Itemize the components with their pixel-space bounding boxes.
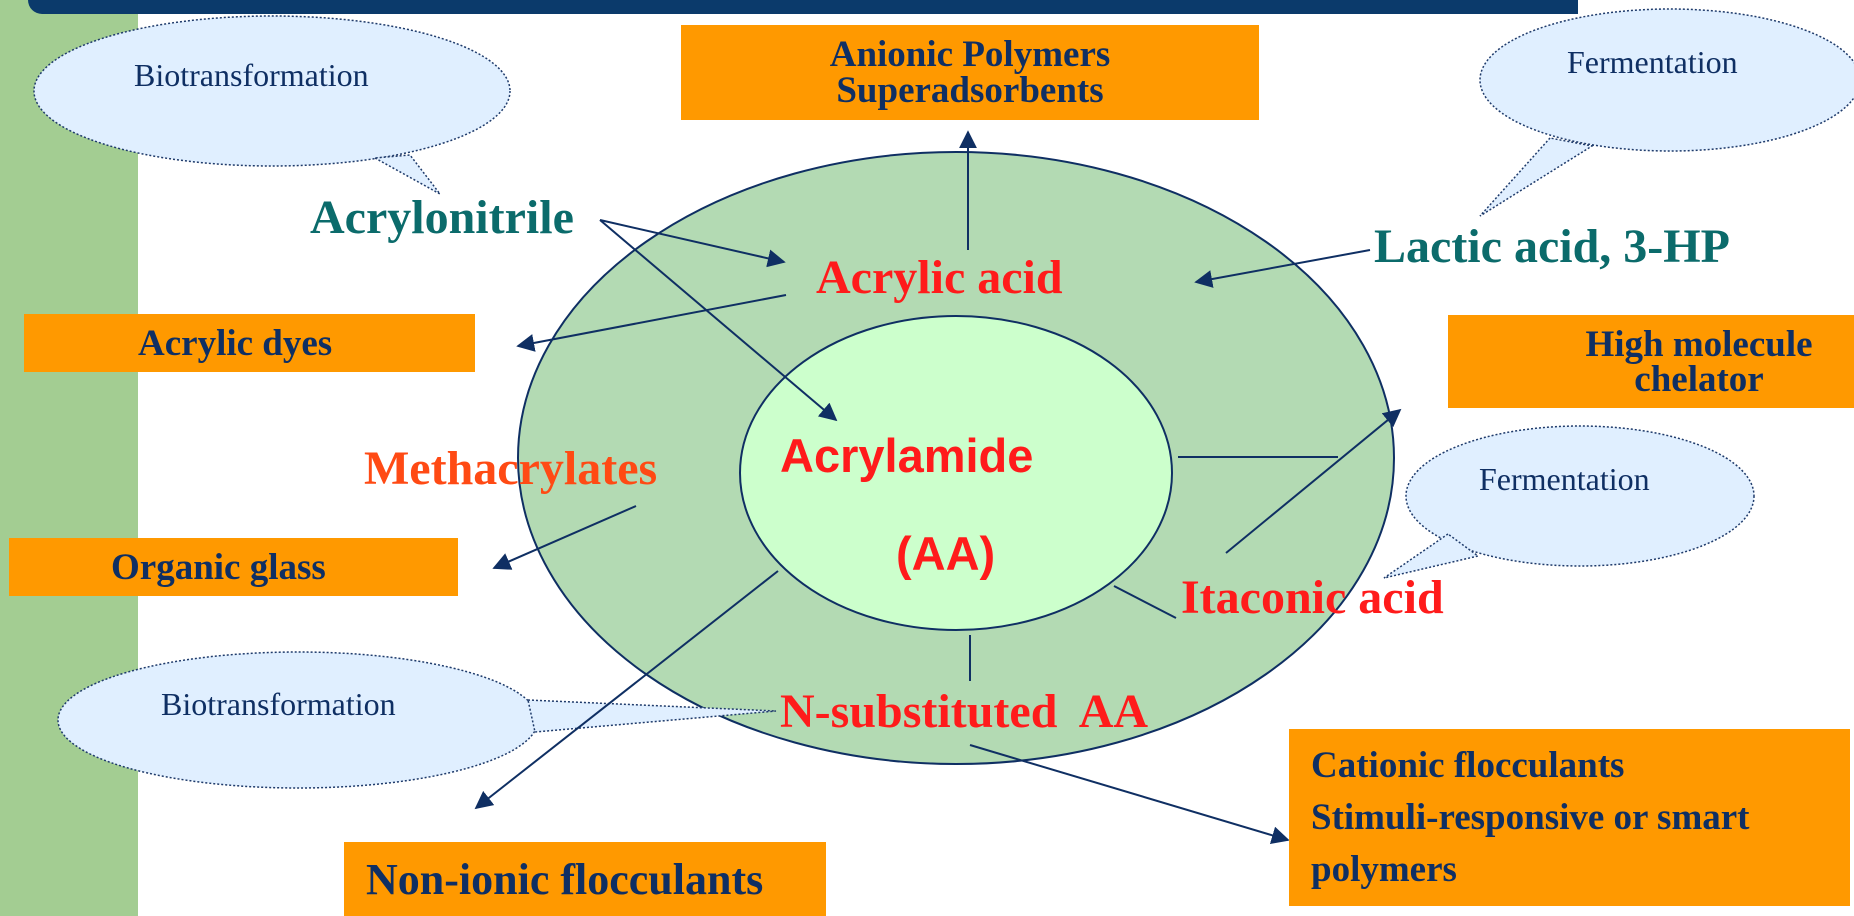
box-acrylic-dyes-text: Acrylic dyes (138, 322, 333, 364)
label-acrylic-acid: Acrylic acid (816, 251, 1063, 304)
bubble-text-fermentation-middle: Fermentation (1479, 461, 1650, 497)
box-non-ionic-flocculants: Non-ionic flocculants (344, 842, 826, 916)
box-organic-glass: Organic glass (9, 538, 458, 596)
bubble-text-fermentation-top: Fermentation (1567, 44, 1738, 80)
arrow-methacrylates-glass (492, 505, 637, 570)
box-high-molecule-line1: High molecule (1585, 323, 1813, 365)
label-methacrylates: Methacrylates (364, 442, 658, 495)
bubble-text-biotransformation-top: Biotransformation (134, 57, 369, 93)
box-cationic-flocculants: Cationic flocculants Stimuli-responsive … (1289, 729, 1850, 906)
box-cationic-line2: Stimuli-responsive or smart (1311, 796, 1750, 838)
box-anionic-line2: Superadsorbents (836, 69, 1104, 111)
top-accent-bar (28, 0, 1578, 14)
box-anionic-line1: Anionic Polymers (829, 33, 1111, 75)
arrow-acrylonitrile-acrylamide (599, 219, 838, 422)
arrow-to-non-ionic (474, 570, 779, 810)
label-n-substituted-aa: N-substituted AA (780, 685, 1149, 738)
bubble-biotransformation-bottom (57, 651, 777, 789)
arrow-acrylic-dyes (516, 294, 787, 352)
box-acrylic-dyes: Acrylic dyes (24, 314, 475, 372)
label-lactic-acid: Lactic acid, 3-HP (1374, 220, 1730, 273)
label-acrylonitrile: Acrylonitrile (310, 191, 574, 244)
inner-ellipse (739, 315, 1173, 631)
box-anionic-polymers: Anionic Polymers Superadsorbents (681, 25, 1259, 120)
box-high-molecule-chelator: High molecule chelator (1448, 315, 1854, 408)
bubble-text-biotransformation-bottom: Biotransformation (161, 686, 396, 722)
box-organic-glass-text: Organic glass (111, 546, 326, 588)
box-non-ionic-text: Non-ionic flocculants (366, 854, 764, 904)
bubble-fermentation-middle (1383, 425, 1755, 579)
arrow-itaconic-chelator (1225, 408, 1402, 554)
box-cationic-line3: polymers (1311, 848, 1457, 890)
box-cationic-line1: Cationic flocculants (1311, 744, 1625, 786)
arrow-nsub-cationic (969, 744, 1290, 844)
box-high-molecule-line2: chelator (1634, 358, 1764, 400)
label-acrylamide: Acrylamide (780, 429, 1034, 482)
bubble-fermentation-top (1479, 8, 1854, 217)
bubble-biotransformation-top (33, 15, 511, 195)
arrow-lactic-acrylic (1194, 249, 1371, 288)
label-aa: (AA) (896, 527, 996, 580)
arrow-acrylonitrile-acrylic (599, 219, 786, 268)
line-acrylamide-itaconic-lower (1113, 585, 1177, 619)
label-itaconic-acid: Itaconic acid (1181, 571, 1444, 624)
